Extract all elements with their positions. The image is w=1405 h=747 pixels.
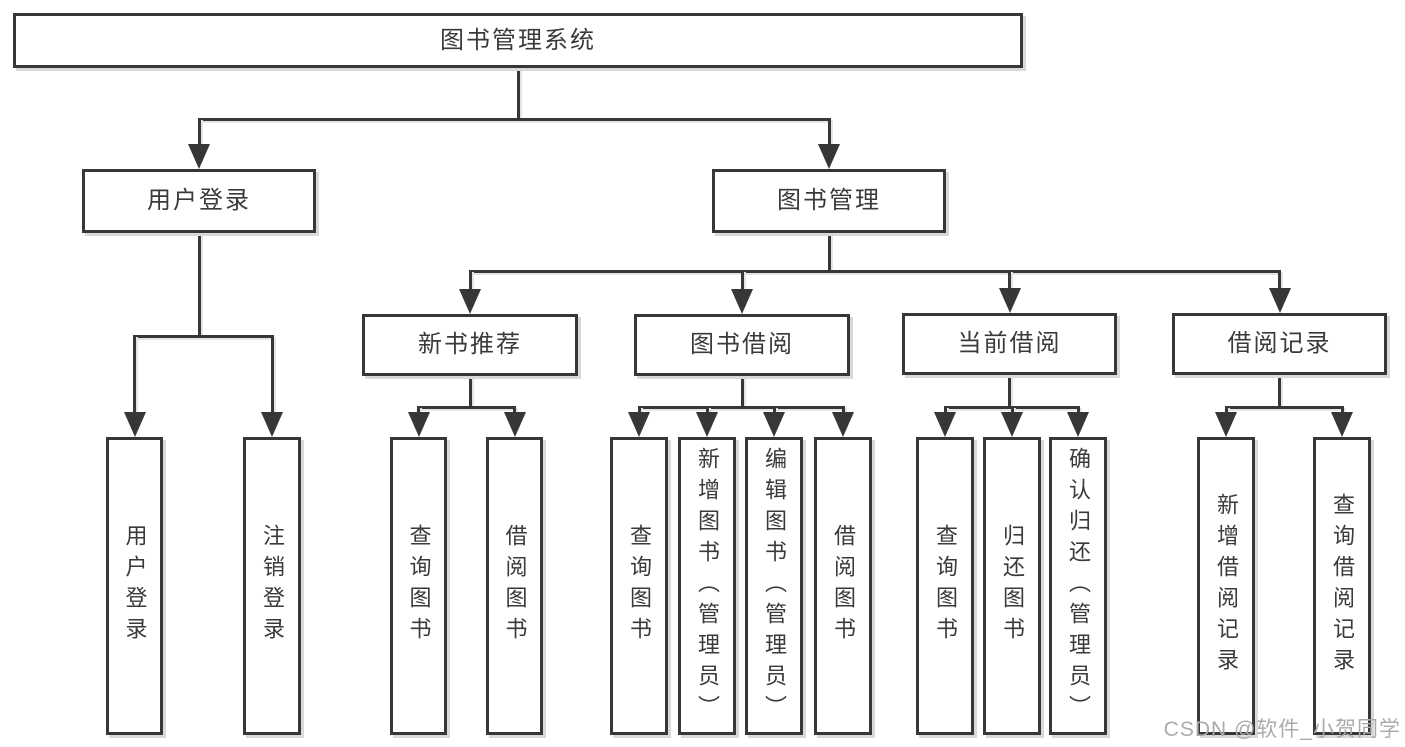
connector-drop-borrowing-records bbox=[1278, 270, 1281, 303]
node-label-leaf-edit-books-admin: 编辑图书（管理员） bbox=[762, 446, 787, 726]
node-book-management: 图书管理 bbox=[712, 169, 946, 233]
arrowhead-into-leaf-borrow-books-recommend bbox=[503, 412, 526, 437]
arrowhead-into-leaf-add-borrow-record bbox=[1215, 412, 1237, 437]
node-label-leaf-add-borrow-record: 新增借阅记录 bbox=[1214, 493, 1239, 679]
arrowhead-into-leaf-logout bbox=[261, 412, 283, 437]
connector-drop-leaf-user-login bbox=[133, 335, 136, 427]
node-new-book-recommend: 新书推荐 bbox=[362, 314, 578, 376]
node-label-leaf-borrow-books-recommend: 借阅图书 bbox=[502, 524, 528, 648]
node-label-leaf-query-books-borrow: 查询图书 bbox=[627, 524, 652, 648]
arrowhead-into-book-management bbox=[818, 144, 840, 169]
node-label-borrowing-records: 借阅记录 bbox=[1227, 330, 1332, 357]
connector-drop-leaf-logout bbox=[270, 335, 274, 427]
node-label-leaf-logout: 注销登录 bbox=[260, 524, 285, 648]
connector-stem-root bbox=[516, 68, 520, 121]
node-current-borrowing: 当前借阅 bbox=[902, 313, 1117, 375]
node-leaf-add-borrow-record: 新增借阅记录 bbox=[1197, 437, 1255, 735]
connector-stem-book-management bbox=[827, 233, 831, 273]
arrowhead-into-leaf-return-books bbox=[1001, 412, 1023, 437]
connector-bus-book-management bbox=[468, 270, 1281, 273]
node-label-root: 图书管理系统 bbox=[440, 26, 596, 54]
node-leaf-confirm-return-admin: 确认归还（管理员） bbox=[1049, 437, 1107, 735]
connector-drop-user-login bbox=[197, 118, 201, 159]
connector-stem-user-login bbox=[197, 233, 201, 338]
node-leaf-query-books-current: 查询图书 bbox=[916, 437, 974, 735]
arrowhead-into-leaf-query-books-borrow bbox=[628, 412, 650, 437]
node-borrowing-records: 借阅记录 bbox=[1172, 313, 1387, 375]
node-leaf-add-books-admin: 新增图书（管理员） bbox=[678, 437, 736, 735]
connector-stem-new-book-recommend bbox=[468, 376, 472, 409]
node-label-leaf-return-books: 归还图书 bbox=[1000, 524, 1025, 648]
arrowhead-into-leaf-add-books-admin bbox=[696, 412, 718, 437]
arrowhead-into-leaf-query-books-current bbox=[934, 412, 956, 437]
node-leaf-edit-books-admin: 编辑图书（管理员） bbox=[745, 437, 803, 735]
node-book-borrowing: 图书借阅 bbox=[634, 314, 850, 376]
node-label-book-management: 图书管理 bbox=[777, 187, 881, 214]
connector-drop-new-book-recommend bbox=[468, 270, 472, 304]
node-leaf-query-books-borrow: 查询图书 bbox=[610, 437, 668, 735]
node-leaf-borrow-books-recommend: 借阅图书 bbox=[486, 437, 543, 735]
node-leaf-query-borrow-record: 查询借阅记录 bbox=[1313, 437, 1371, 735]
node-label-leaf-user-login: 用户登录 bbox=[122, 524, 148, 648]
node-leaf-query-books-recommend: 查询图书 bbox=[390, 437, 447, 735]
arrowhead-into-leaf-query-borrow-record bbox=[1331, 412, 1353, 437]
connector-stem-borrowing-records bbox=[1278, 375, 1281, 409]
node-root: 图书管理系统 bbox=[13, 13, 1023, 68]
node-leaf-borrow-books-borrow: 借阅图书 bbox=[814, 437, 872, 735]
csdn-watermark: CSDN @软件_小贺同学 bbox=[1163, 718, 1401, 741]
arrowhead-into-leaf-confirm-return-admin bbox=[1067, 412, 1089, 437]
node-label-new-book-recommend: 新书推荐 bbox=[418, 331, 522, 358]
arrowhead-into-leaf-borrow-books-borrow bbox=[832, 412, 854, 437]
node-label-current-borrowing: 当前借阅 bbox=[957, 330, 1062, 357]
arrowhead-into-book-borrowing bbox=[731, 289, 753, 314]
connector-stem-book-borrowing bbox=[740, 376, 744, 409]
arrowhead-into-leaf-edit-books-admin bbox=[763, 412, 785, 437]
arrowhead-into-new-book-recommend bbox=[459, 289, 481, 314]
connector-stem-current-borrowing bbox=[1008, 375, 1011, 409]
node-label-book-borrowing: 图书借阅 bbox=[690, 331, 794, 358]
connector-bus-borrowing-records bbox=[1224, 406, 1344, 409]
node-user-login: 用户登录 bbox=[82, 169, 316, 233]
node-label-leaf-add-books-admin: 新增图书（管理员） bbox=[695, 446, 720, 726]
node-label-user-login: 用户登录 bbox=[147, 187, 251, 214]
node-leaf-logout: 注销登录 bbox=[243, 437, 301, 735]
node-label-leaf-query-borrow-record: 查询借阅记录 bbox=[1330, 493, 1355, 679]
arrowhead-into-leaf-user-login bbox=[123, 412, 146, 437]
node-label-leaf-query-books-current: 查询图书 bbox=[933, 524, 958, 648]
arrowhead-into-leaf-query-books-recommend bbox=[407, 412, 430, 437]
connector-bus-root bbox=[197, 118, 831, 121]
connector-bus-user-login bbox=[133, 335, 274, 338]
connector-drop-book-borrowing bbox=[740, 270, 744, 304]
connector-bus-book-borrowing bbox=[637, 406, 845, 409]
arrowhead-into-current-borrowing bbox=[998, 288, 1021, 313]
node-label-leaf-confirm-return-admin: 确认归还（管理员） bbox=[1066, 446, 1091, 726]
node-label-leaf-query-books-recommend: 查询图书 bbox=[406, 524, 432, 648]
node-leaf-user-login: 用户登录 bbox=[106, 437, 163, 735]
connector-bus-new-book-recommend bbox=[417, 406, 516, 409]
arrowhead-into-borrowing-records bbox=[1268, 288, 1291, 313]
arrowhead-into-user-login bbox=[188, 144, 210, 169]
connector-drop-current-borrowing bbox=[1008, 270, 1011, 303]
node-label-leaf-borrow-books-borrow: 借阅图书 bbox=[831, 524, 856, 648]
connector-drop-book-management bbox=[827, 118, 831, 159]
node-leaf-return-books: 归还图书 bbox=[983, 437, 1041, 735]
